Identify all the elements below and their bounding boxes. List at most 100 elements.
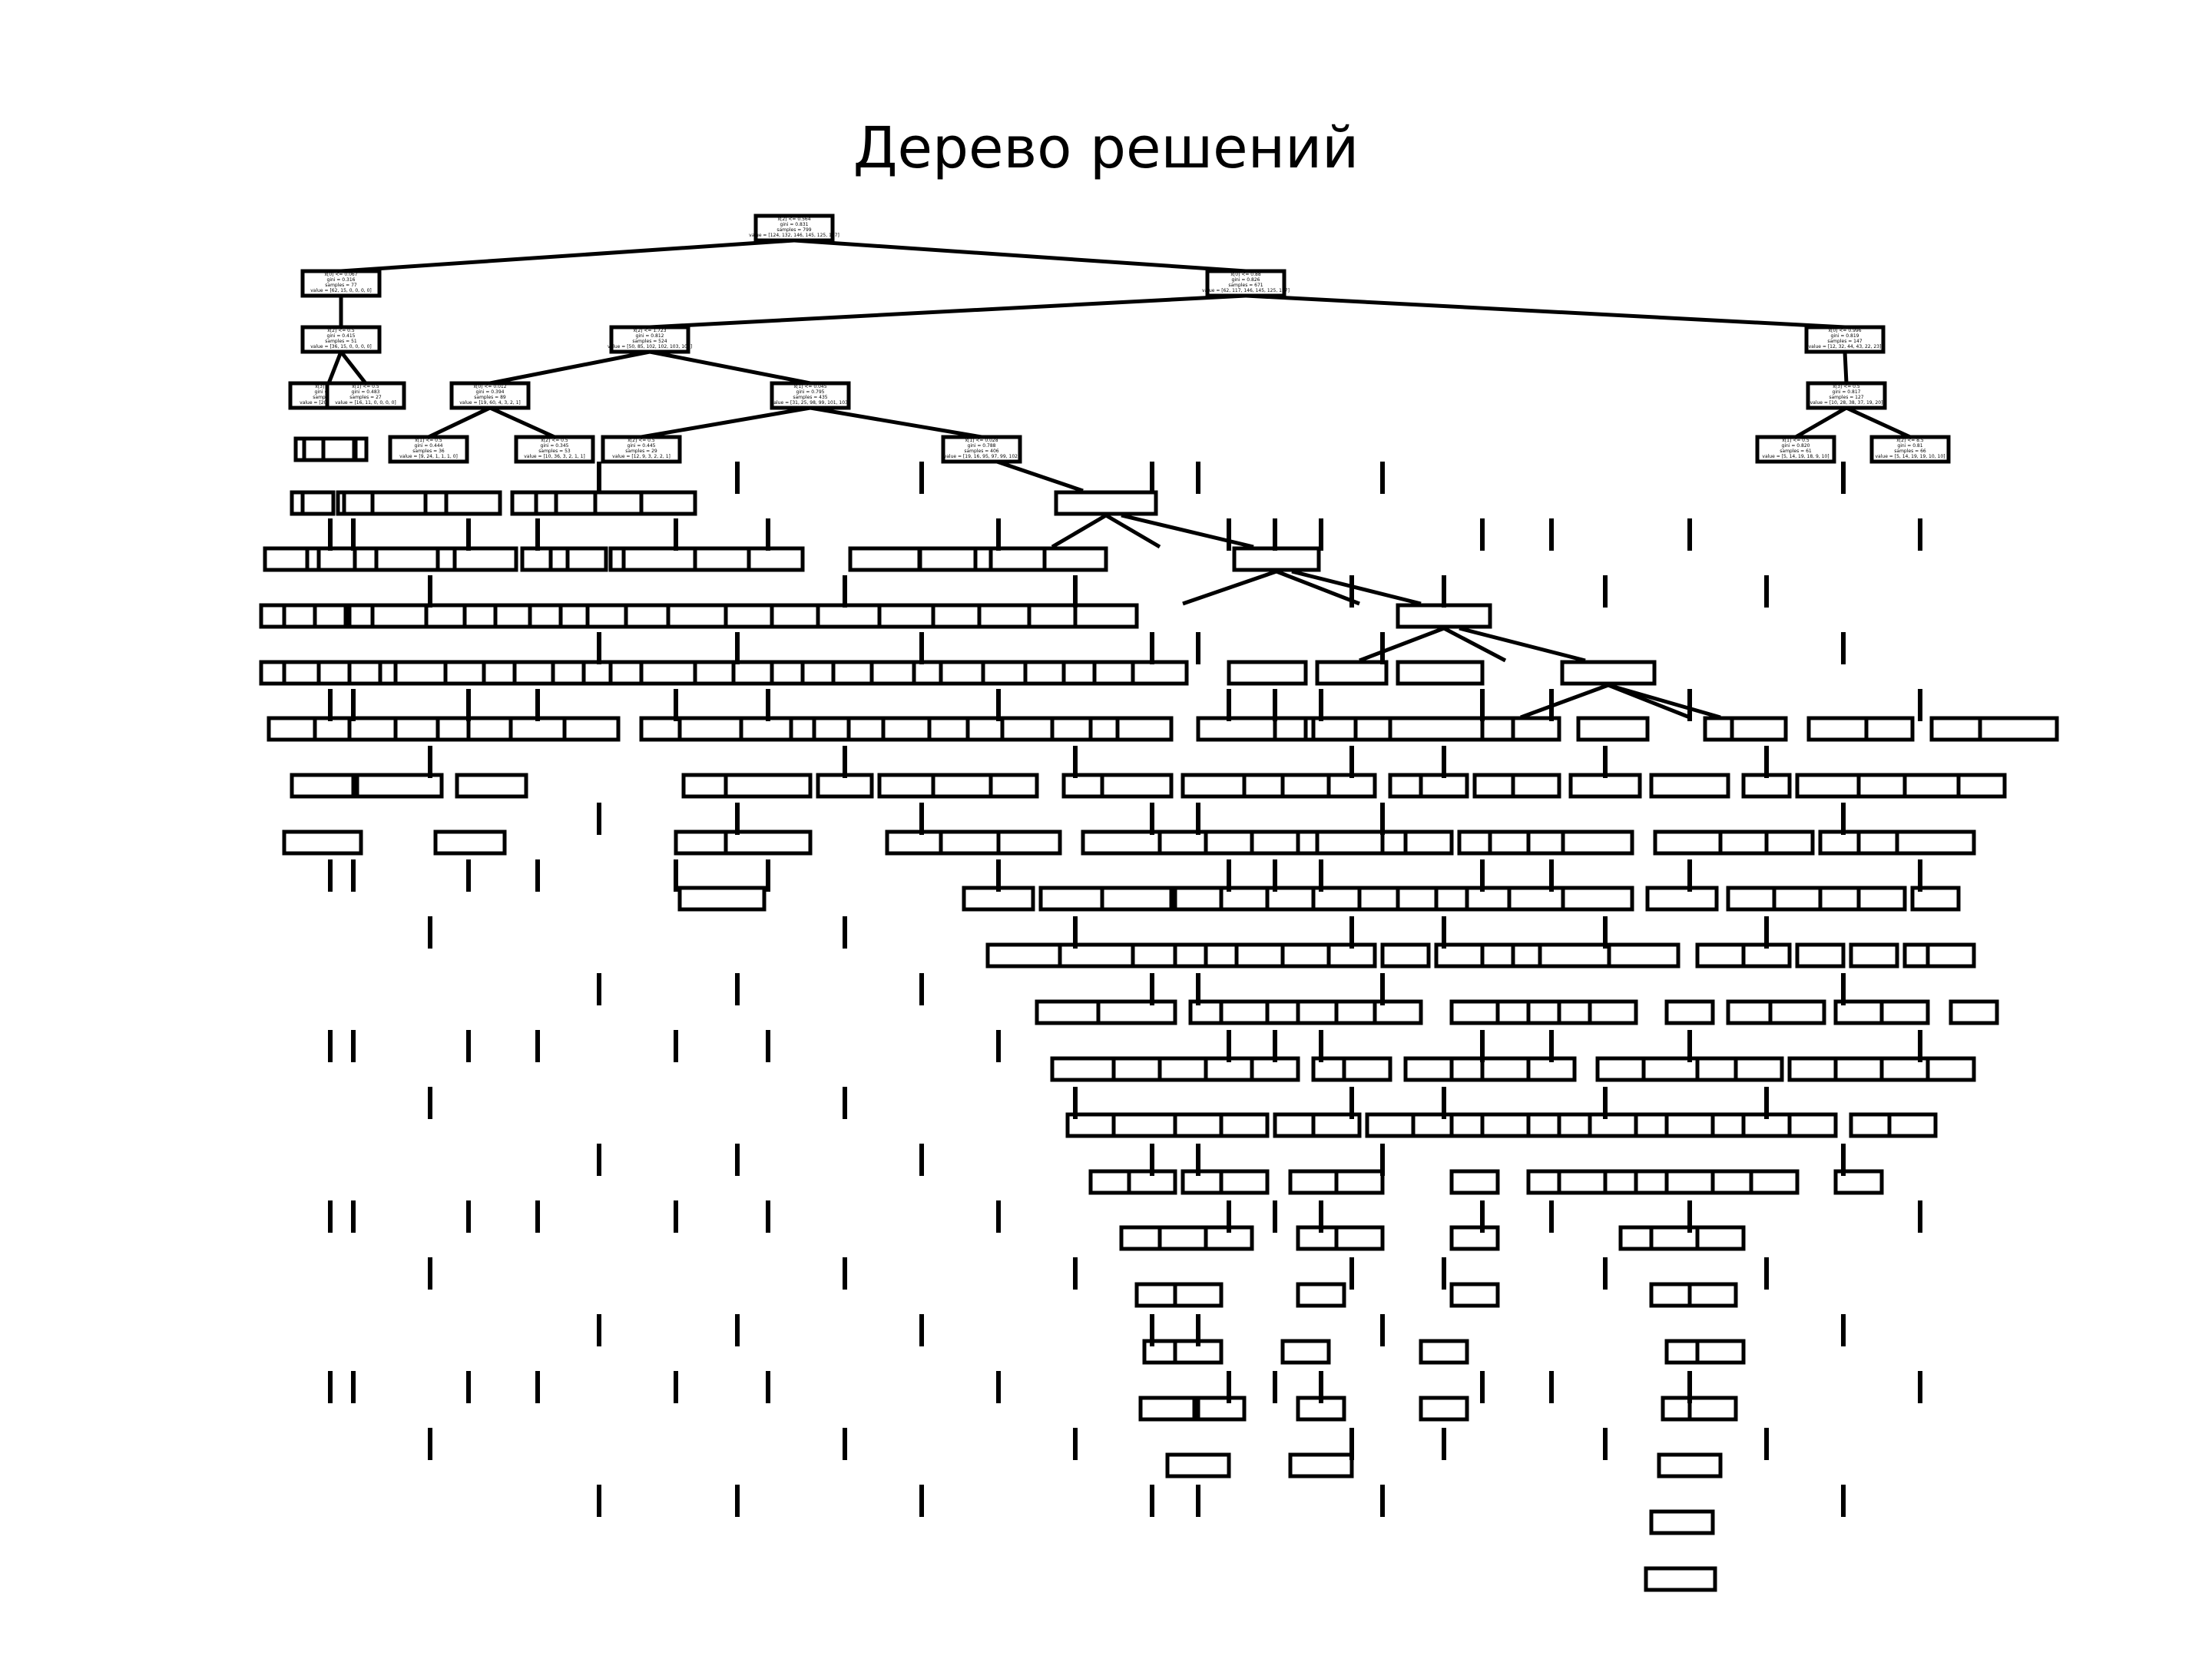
tree-edge bbox=[427, 406, 492, 439]
tree-node bbox=[770, 381, 851, 410]
tree-edge bbox=[649, 349, 811, 386]
tree-edge bbox=[1104, 513, 1161, 549]
tree-node bbox=[1100, 773, 1174, 799]
tree-node bbox=[981, 660, 1031, 686]
tree-node bbox=[508, 716, 567, 742]
tree-node bbox=[1772, 886, 1823, 912]
tree-node bbox=[1895, 830, 1976, 856]
tree-node bbox=[621, 546, 703, 572]
node-text: samples = 435 bbox=[793, 395, 827, 400]
tree-node bbox=[1181, 773, 1247, 799]
tree-node bbox=[1856, 773, 1907, 799]
node-text: gini = 0.394 bbox=[476, 389, 505, 395]
tree-node bbox=[1288, 1452, 1354, 1479]
tree-node bbox=[1234, 942, 1285, 969]
tree-node bbox=[816, 603, 889, 629]
tree-edge bbox=[996, 459, 1084, 493]
tree-node bbox=[444, 490, 502, 516]
tree-node bbox=[1173, 886, 1224, 912]
tree-node bbox=[1664, 999, 1715, 1025]
tree-node bbox=[1054, 490, 1158, 516]
tree-node bbox=[1449, 1282, 1500, 1308]
tree-node bbox=[1380, 942, 1431, 969]
tree-node bbox=[1726, 999, 1777, 1025]
node-text: value = [16, 11, 0, 0, 0, 0] bbox=[335, 400, 396, 406]
tree-node bbox=[1764, 830, 1815, 856]
tree-node bbox=[1926, 942, 1976, 969]
tree-node bbox=[1730, 716, 1788, 742]
tree-node bbox=[1849, 942, 1899, 969]
tree-edge bbox=[1843, 351, 1849, 384]
tree-node bbox=[1787, 1056, 1838, 1082]
tree-node bbox=[313, 603, 348, 629]
tree-node bbox=[1741, 773, 1792, 799]
tree-node bbox=[1795, 942, 1846, 969]
tree-node bbox=[1787, 1112, 1838, 1138]
node-text: x[3] <= 0.5 bbox=[1833, 384, 1860, 389]
tree-node bbox=[677, 886, 767, 912]
tree-node bbox=[1465, 886, 1515, 912]
tree-node bbox=[1887, 1112, 1938, 1138]
tree-node bbox=[1280, 1339, 1331, 1365]
tree-node bbox=[1806, 381, 1887, 410]
tree-node bbox=[1526, 1056, 1577, 1082]
node-text: x[2] <= 0.5 bbox=[327, 328, 355, 333]
tree-node bbox=[609, 325, 690, 354]
tree-node bbox=[1804, 325, 1886, 354]
node-text: samples = 799 bbox=[777, 227, 811, 233]
tree-node bbox=[300, 325, 382, 354]
tree-node bbox=[1131, 660, 1189, 686]
node-text: x[1] <= 0.5 bbox=[352, 384, 379, 389]
tree-node bbox=[1734, 1056, 1784, 1082]
tree-node bbox=[1561, 830, 1634, 856]
tree-node bbox=[388, 435, 469, 464]
tree-node bbox=[1227, 660, 1308, 686]
tree-node bbox=[1419, 773, 1469, 799]
tree-node bbox=[1511, 773, 1561, 799]
node-text: gini = 0.345 bbox=[541, 443, 569, 449]
node-text: value = [50, 85, 102, 102, 103, 104] bbox=[608, 344, 692, 349]
node-text: gini = 0.444 bbox=[415, 443, 443, 449]
tree-node bbox=[1645, 886, 1719, 912]
tree-node bbox=[1664, 1112, 1715, 1138]
tree-node bbox=[724, 830, 813, 856]
tree-node bbox=[1334, 1225, 1385, 1251]
tree-node bbox=[681, 773, 732, 799]
tree-node bbox=[1561, 886, 1634, 912]
tree-edge bbox=[649, 293, 1247, 329]
node-text: samples = 127 bbox=[1829, 395, 1863, 400]
node-text: samples = 61 bbox=[1780, 449, 1812, 454]
chart-title: Дерево решений bbox=[853, 115, 1359, 181]
tree-node bbox=[1560, 660, 1657, 686]
node-text: samples = 53 bbox=[538, 449, 571, 454]
tree-node bbox=[1315, 660, 1389, 686]
tree-node bbox=[1280, 942, 1331, 969]
tree-node bbox=[1449, 999, 1500, 1025]
tree-edge bbox=[1276, 569, 1360, 606]
node-text: samples = 147 bbox=[1827, 339, 1862, 344]
tree-edge bbox=[1442, 626, 1507, 663]
tree-node bbox=[1511, 716, 1561, 742]
node-text: x[2] <= 1.723 bbox=[633, 328, 666, 333]
tree-node bbox=[1449, 1225, 1500, 1251]
tree-node bbox=[1644, 1566, 1717, 1592]
tree-node bbox=[877, 773, 935, 799]
tree-node bbox=[848, 546, 922, 572]
node-text: samples = 66 bbox=[1894, 449, 1926, 454]
tree-node bbox=[1833, 1056, 1884, 1082]
node-text: samples = 36 bbox=[412, 449, 445, 454]
node-text: x[2] <= 0.5 bbox=[541, 438, 568, 443]
tree-node bbox=[1196, 716, 1277, 742]
node-text: gini = 0.483 bbox=[352, 389, 380, 395]
tree-node bbox=[321, 436, 356, 462]
tree-node bbox=[1653, 830, 1727, 856]
